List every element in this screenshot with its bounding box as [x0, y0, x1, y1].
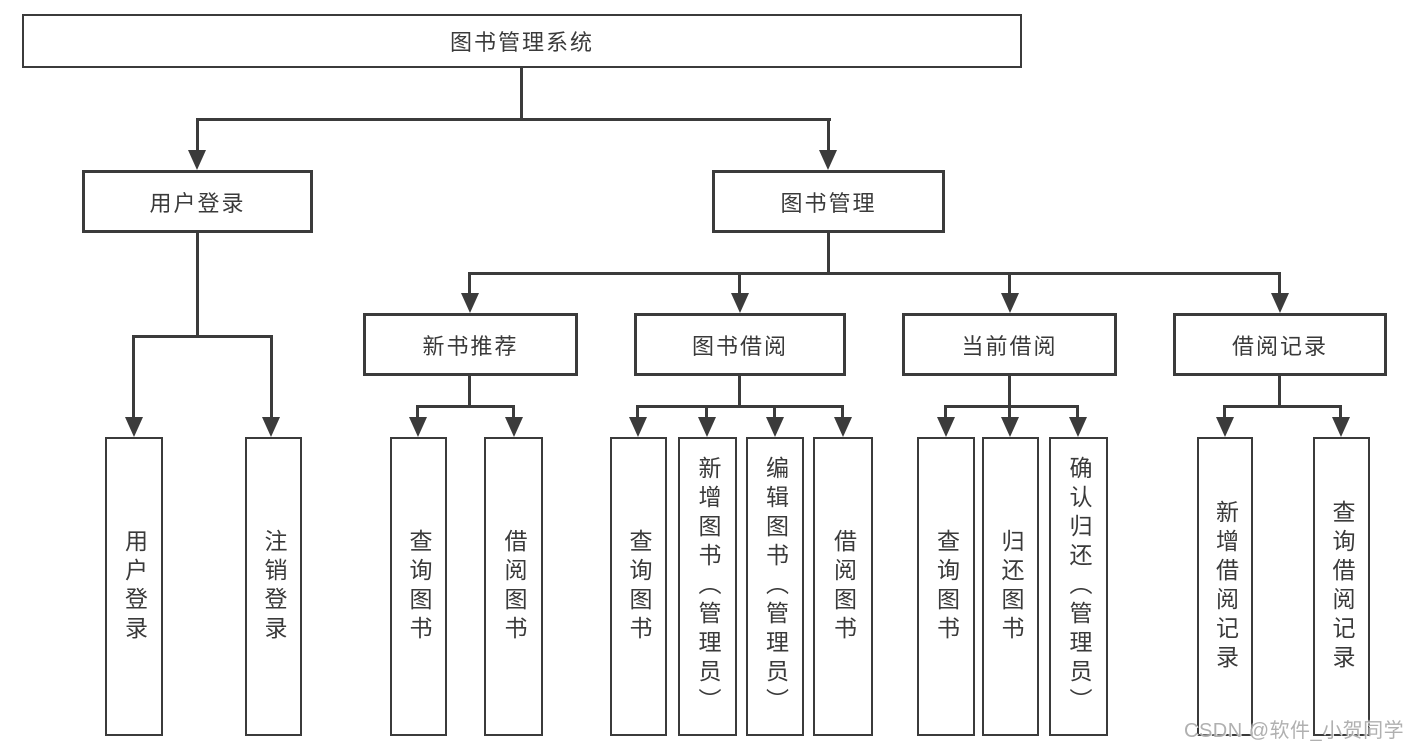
connector-line: [705, 405, 708, 419]
node-label: 借阅记录: [1231, 333, 1328, 359]
connector-line: [773, 405, 776, 419]
connector-line: [468, 272, 1281, 275]
connector-line: [738, 272, 741, 295]
node-label: 归还图书: [998, 528, 1024, 645]
connector-line: [1278, 376, 1281, 405]
arrowhead-icon: [698, 417, 716, 437]
leaf-query-books-current: 查询图书: [917, 437, 975, 736]
arrowhead-icon: [731, 293, 749, 313]
connector-line: [1278, 272, 1281, 295]
node-label: 查询图书: [626, 528, 652, 645]
leaf-query-books-recommend: 查询图书: [390, 437, 447, 736]
connector-line: [827, 233, 830, 272]
leaf-confirm-return-admin: 确认归还（管理员）: [1049, 437, 1108, 736]
leaf-edit-books-admin: 编辑图书（管理员）: [746, 437, 804, 736]
leaf-return-books: 归还图书: [982, 437, 1039, 736]
arrowhead-icon: [1271, 293, 1289, 313]
connector-line: [636, 405, 639, 419]
connector-line: [827, 118, 830, 154]
node-label: 新增借阅记录: [1212, 499, 1239, 674]
node-book-borrowing: 图书借阅: [634, 313, 846, 376]
connector-line: [133, 335, 273, 338]
connector-line: [468, 272, 471, 295]
node-label: 确认归还（管理员）: [1066, 456, 1092, 717]
node-label: 图书借阅: [691, 333, 788, 359]
csdn-watermark: CSDN @软件_小贺同学: [1184, 720, 1405, 742]
node-label: 图书管理系统: [449, 30, 594, 55]
connector-line: [270, 335, 273, 420]
connector-line: [520, 68, 523, 118]
connector-line: [738, 376, 741, 405]
connector-line: [1008, 272, 1011, 295]
arrowhead-icon: [1069, 417, 1087, 437]
node-label: 注销登录: [261, 528, 287, 645]
leaf-borrow-books-recommend: 借阅图书: [484, 437, 543, 736]
connector-line: [196, 118, 199, 154]
leaf-logout: 注销登录: [245, 437, 302, 736]
node-borrowing-records: 借阅记录: [1173, 313, 1387, 376]
connector-line: [841, 405, 844, 419]
connector-line: [468, 376, 471, 405]
node-library-management-system: 图书管理系统: [22, 14, 1022, 68]
arrowhead-icon: [1001, 417, 1019, 437]
connector-line: [1223, 405, 1226, 419]
arrowhead-icon: [188, 150, 206, 170]
node-label: 用户登录: [121, 528, 148, 645]
node-book-management: 图书管理: [712, 170, 945, 233]
node-label: 新书推荐: [422, 333, 519, 359]
connector-line: [945, 405, 1079, 408]
node-user-login: 用户登录: [82, 170, 313, 233]
connector-line: [132, 335, 135, 420]
arrowhead-icon: [1001, 293, 1019, 313]
connector-line: [1008, 376, 1011, 405]
arrowhead-icon: [937, 417, 955, 437]
connector-line: [512, 405, 515, 419]
node-label: 查询图书: [406, 528, 432, 645]
arrowhead-icon: [819, 150, 837, 170]
node-label: 编辑图书（管理员）: [762, 456, 789, 717]
arrowhead-icon: [409, 417, 427, 437]
node-label: 查询图书: [933, 528, 960, 645]
arrowhead-icon: [505, 417, 523, 437]
leaf-user-login: 用户登录: [105, 437, 163, 736]
node-label: 查询借阅记录: [1329, 499, 1355, 674]
node-label: 借阅图书: [830, 528, 857, 645]
connector-line: [637, 405, 844, 408]
arrowhead-icon: [834, 417, 852, 437]
connector-line: [1224, 405, 1342, 408]
node-label: 借阅图书: [501, 528, 527, 645]
arrowhead-icon: [1216, 417, 1234, 437]
node-label: 当前借阅: [961, 333, 1058, 359]
node-label: 用户登录: [149, 190, 246, 216]
node-label: 新增图书（管理员）: [695, 456, 721, 717]
arrowhead-icon: [262, 417, 280, 437]
connector-line: [417, 405, 515, 408]
node-new-book-recommendation: 新书推荐: [363, 313, 578, 376]
connector-line: [1008, 405, 1011, 419]
connector-line: [197, 118, 831, 121]
arrowhead-icon: [461, 293, 479, 313]
leaf-query-borrow-record: 查询借阅记录: [1313, 437, 1370, 736]
node-label: 图书管理: [780, 190, 877, 216]
connector-line: [416, 405, 419, 419]
arrowhead-icon: [125, 417, 143, 437]
connector-line: [1339, 405, 1342, 419]
leaf-query-books-borrowing: 查询图书: [610, 437, 667, 736]
arrowhead-icon: [766, 417, 784, 437]
arrowhead-icon: [1332, 417, 1350, 437]
leaf-add-borrow-record: 新增借阅记录: [1197, 437, 1253, 736]
connector-line: [196, 233, 199, 335]
leaf-borrow-books: 借阅图书: [813, 437, 873, 736]
arrowhead-icon: [629, 417, 647, 437]
node-current-borrowing: 当前借阅: [902, 313, 1117, 376]
leaf-add-books-admin: 新增图书（管理员）: [678, 437, 737, 736]
connector-line: [1076, 405, 1079, 419]
connector-line: [944, 405, 947, 419]
